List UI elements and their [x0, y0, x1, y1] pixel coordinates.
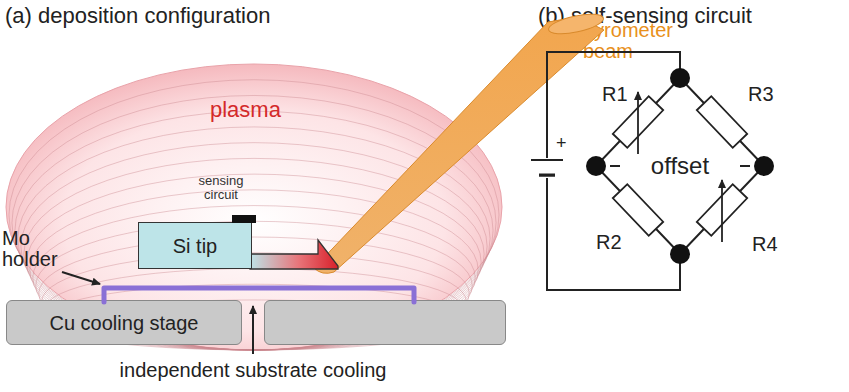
- annotation-label: R4: [752, 234, 778, 255]
- annotation-label: sensing circuit: [186, 174, 256, 201]
- annotation-label: R2: [596, 232, 622, 253]
- plasma-label: plasma: [210, 98, 281, 122]
- cu-cooling-stage-right: [264, 300, 506, 345]
- si-tip-body-text: Si tip: [173, 235, 217, 257]
- annotation-label: Mo holder: [2, 228, 66, 270]
- si-tip-body: Si tip: [138, 222, 252, 269]
- cu-cooling-stage: Cu cooling stage: [6, 300, 242, 345]
- annotation-label: independent substrate cooling: [120, 360, 387, 381]
- cu-cooling-stage-text: Cu cooling stage: [50, 312, 199, 334]
- annotation-label: offset: [651, 153, 709, 178]
- annotation-label: (a) deposition configuration: [5, 4, 270, 27]
- annotation-label: +: [556, 134, 567, 153]
- annotation-label: R1: [602, 84, 628, 105]
- annotation-label: R3: [748, 84, 774, 105]
